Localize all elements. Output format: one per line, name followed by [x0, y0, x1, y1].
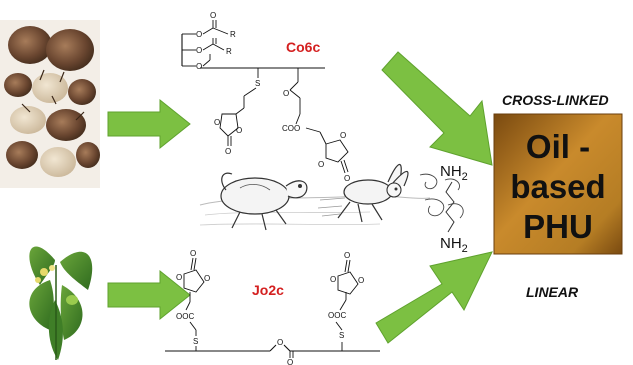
atom-r: R [230, 30, 236, 39]
linear-label: LINEAR [526, 284, 579, 300]
atom-s: S [339, 331, 344, 340]
atom-o: O [204, 274, 210, 283]
co6c-structure: O O O O R R S O O O O [181, 11, 350, 183]
diamine-label-top: NH2 [440, 163, 468, 183]
atom-o: O [225, 147, 231, 156]
product-line-1: Oil - [526, 128, 590, 165]
jo2c-structure: O O O OOC S O O S OOC O O O [165, 249, 380, 365]
atom-s: S [193, 337, 198, 346]
atom-o: O [196, 62, 202, 71]
atom-o: O [358, 276, 364, 285]
atom-o: O [196, 46, 202, 55]
atom-r: R [226, 47, 232, 56]
race-cartoon-sketch [199, 163, 464, 231]
atom-s: S [255, 79, 260, 88]
atom-o: O [283, 89, 289, 98]
atom-o: O [176, 273, 182, 282]
jo2c-label: Jo2c [252, 282, 284, 298]
atom-o: O [330, 275, 336, 284]
atom-o: O [236, 126, 242, 135]
product-line-2: based [510, 168, 605, 205]
atom-o: O [344, 174, 350, 183]
amine-bottom: NH2 [440, 235, 468, 255]
amine-top: NH2 [440, 163, 468, 183]
arrow-leaves-to-jo2c [107, 269, 191, 321]
atom-ooc: OOC [176, 312, 194, 321]
atom-o: O [287, 358, 293, 365]
atom-o: O [196, 30, 202, 39]
atom-o: O [214, 118, 220, 127]
atom-ooc: OOC [328, 311, 346, 320]
atom-o: O [318, 160, 324, 169]
arrow-jo2c-to-product [375, 251, 493, 344]
castor-seeds-image [0, 20, 100, 188]
atom-o: O [210, 11, 216, 20]
atom-o: O [277, 338, 283, 347]
atom-o: O [340, 131, 346, 140]
jatropha-plant-image [29, 246, 93, 360]
atom-coo: COO [282, 124, 300, 133]
arrow-co6c-to-product [381, 51, 493, 166]
diamine-label-bottom: NH2 [440, 235, 468, 255]
atom-o: O [344, 251, 350, 260]
diamine-chain [445, 181, 455, 233]
product-line-3: PHU [523, 208, 593, 245]
arrow-seeds-to-co6c [107, 98, 191, 150]
co6c-label: Co6c [286, 39, 320, 55]
cross-linked-label: CROSS-LINKED [502, 92, 609, 108]
product-box: Oil - based PHU [493, 113, 623, 255]
atom-o: O [190, 249, 196, 258]
